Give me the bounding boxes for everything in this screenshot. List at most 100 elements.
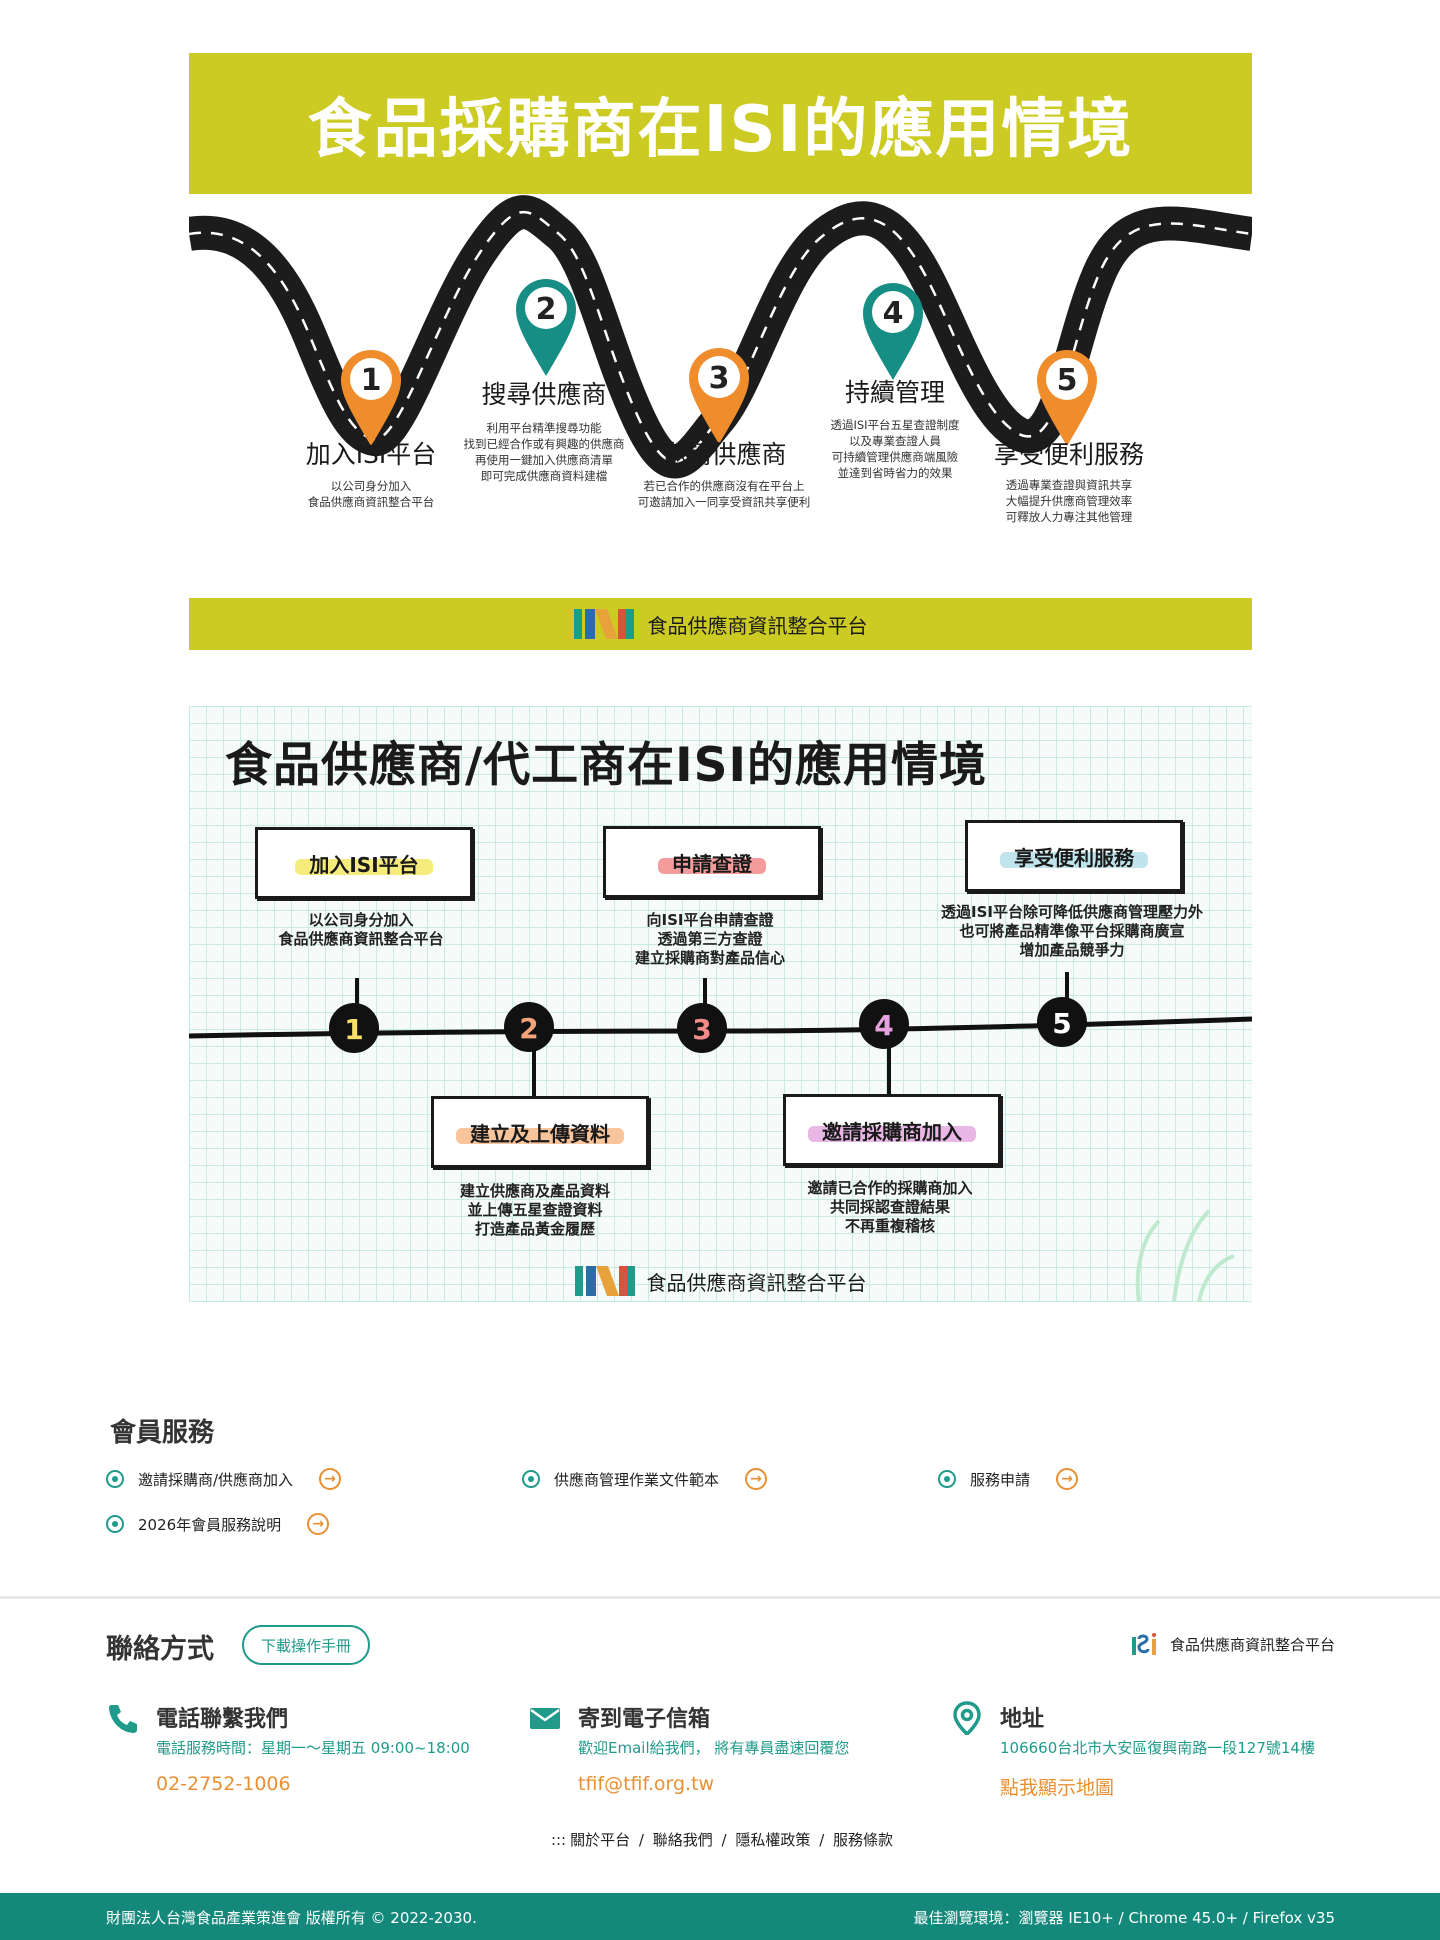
supplier-step-4-box: 邀請採購商加入 [783, 1094, 1001, 1166]
supplier-step-1-title: 加入ISI平台 [295, 849, 433, 878]
step-pins: 1 2 3 4 5 [341, 279, 1097, 446]
supplier-infographic-footer: 食品供應商資訊整合平台 [189, 1266, 1252, 1296]
bottom-bar: 財團法人台灣食品產業策進會 版權所有 © 2022-2030. 最佳瀏覽環境：瀏… [0, 1893, 1440, 1940]
show-map-link[interactable]: 點我顯示地圖 [1000, 1777, 1115, 1799]
step-2-title: 搜尋供應商 [481, 380, 607, 409]
supplier-step-1-box: 加入ISI平台 [255, 827, 473, 899]
svg-text:1: 1 [361, 363, 382, 398]
timeline-node-5: 5 [1037, 997, 1087, 1047]
timeline-node-3: 3 [677, 1003, 727, 1053]
step-1-desc: 以公司身分加入 食品供應商資訊整合平台 [307, 479, 435, 509]
timeline-graphic: 1 2 3 4 5 [189, 972, 1252, 1302]
member-services-title: 會員服務 [106, 1412, 259, 1457]
supplier-step-1-desc: 以公司身分加入 食品供應商資訊整合平台 [278, 911, 444, 948]
email-heading: 寄到電子信箱 [578, 1707, 711, 1732]
footer-brand-text: 食品供應商資訊整合平台 [647, 613, 868, 638]
member-link-invite[interactable]: 邀請採購商/供應商加入 → [106, 1468, 342, 1490]
member-link-service-apply[interactable]: 服務申請 → [938, 1468, 1079, 1490]
arrow-right-icon: → [1056, 1468, 1079, 1490]
isi-logo-icon [573, 609, 634, 639]
step-5-desc: 透過專業查證與資訊共享 大幅提升供應商管理效率 可釋放人力專注其他管理 [1005, 478, 1133, 524]
svg-text:5: 5 [1052, 1007, 1071, 1040]
bullet-icon [938, 1470, 956, 1488]
timeline-node-1: 1 [329, 1003, 379, 1053]
pin-5: 5 [1037, 350, 1097, 446]
step-3-desc: 若已合作的供應商沒有在平台上 可邀請加入一同享受資訊共享便利 [637, 479, 811, 509]
member-services-section: 會員服務 邀請採購商/供應商加入 → 供應商管理作業文件範本 → 服務申請 → … [106, 1412, 1346, 1535]
step-4-desc: 透過ISI平台五星查證制度 以及專業查證人員 可持續管理供應商端風險 並達到省時… [830, 418, 960, 480]
brand-text: 食品供應商資訊整合平台 [1169, 1635, 1335, 1654]
footer-link-about[interactable]: 關於平台 [570, 1831, 631, 1849]
supplier-step-5-title: 享受便利服務 [1000, 842, 1148, 871]
timeline-node-4: 4 [859, 999, 909, 1049]
footer-prefix: ::: [550, 1831, 567, 1849]
map-pin-icon [953, 1701, 981, 1735]
svg-text:2: 2 [519, 1012, 538, 1045]
pin-1: 1 [341, 350, 401, 446]
footer-link-privacy[interactable]: 隱私權政策 [735, 1831, 811, 1849]
supplier-step-3-box: 申請查證 [603, 826, 821, 898]
arrow-right-icon: → [745, 1468, 768, 1490]
pin-2: 2 [516, 279, 576, 376]
member-link-templates[interactable]: 供應商管理作業文件範本 → [522, 1468, 768, 1490]
address-heading: 地址 [1000, 1707, 1045, 1732]
email-sub: 歡迎Email給我們， 將有專員盡速回覆您 [578, 1739, 850, 1757]
supplier-step-2-desc: 建立供應商及產品資料 並上傳五星查證資料 打造產品黃金履歷 [459, 1182, 611, 1238]
mail-icon [530, 1708, 560, 1729]
pin-3: 3 [689, 348, 749, 444]
svg-text:4: 4 [883, 296, 904, 331]
bullet-icon [106, 1515, 124, 1533]
pin-4: 4 [863, 283, 923, 380]
leaf-decoration-icon [1135, 1209, 1235, 1302]
arrow-right-icon: → [319, 1468, 342, 1490]
step-1-title: 加入ISI平台 [305, 440, 437, 469]
step-3-title: 邀請供應商 [661, 440, 787, 469]
svg-text:3: 3 [709, 361, 730, 396]
supplier-infographic-title: 食品供應商/代工商在ISI的應用情境 [225, 738, 987, 793]
svg-text:5: 5 [1057, 363, 1078, 398]
bullet-icon [106, 1470, 124, 1488]
step-5-title: 享受便利服務 [993, 440, 1145, 469]
supplier-step-4-desc: 邀請已合作的採購商加入 共同採認查證結果 不再重複稽核 [807, 1179, 973, 1235]
contact-title: 聯絡方式 [106, 1634, 214, 1665]
supplier-step-3-desc: 向ISI平台申請查證 透過第三方查證 建立採購商對產品信心 [634, 911, 786, 967]
arrow-right-icon: → [307, 1513, 330, 1535]
step-4-title: 持續管理 [844, 378, 946, 407]
footer-link-terms[interactable]: 服務條款 [833, 1831, 894, 1849]
supplier-step-5-box: 享受便利服務 [965, 820, 1183, 892]
supplier-step-5-desc: 透過ISI平台除可降低供應商管理壓力外 也可將產品精準像平台採購商廣宣 增加產品… [941, 903, 1203, 959]
phone-number-link[interactable]: 02-2752-1006 [156, 1773, 291, 1795]
svg-text:3: 3 [692, 1013, 711, 1046]
browser-support-text: 最佳瀏覽環境：瀏覽器 IE10+ / Chrome 45.0+ / Firefo… [913, 1909, 1335, 1927]
supplier-step-2-title: 建立及上傳資料 [456, 1118, 624, 1147]
svg-text:2: 2 [536, 292, 557, 327]
copyright-text: 財團法人台灣食品產業策進會 版權所有 © 2022-2030. [106, 1909, 477, 1927]
svg-text:4: 4 [874, 1009, 893, 1042]
purchaser-infographic-title: 食品採購商在ISI的應用情境 [307, 92, 1134, 167]
address-text: 106660台北市大安區復興南路一段127號14樓 [1000, 1739, 1315, 1757]
member-link-2026-info[interactable]: 2026年會員服務說明 → [106, 1513, 330, 1535]
supplier-step-3-title: 申請查證 [658, 848, 766, 877]
supplier-step-2-box: 建立及上傳資料 [431, 1096, 649, 1168]
purchaser-infographic-footer-banner: 食品供應商資訊整合平台 [189, 598, 1252, 650]
isi-logo-icon [1131, 1633, 1156, 1655]
footer-links: :::關於平台 / 聯絡我們 / 隱私權政策 / 服務條款 [550, 1831, 894, 1849]
supplier-infographic: 食品供應商/代工商在ISI的應用情境 1 2 3 4 5 [189, 706, 1252, 1302]
phone-hours: 電話服務時間：星期一～星期五 09:00~18:00 [156, 1739, 470, 1757]
footer-brand-text: 食品供應商資訊整合平台 [646, 1270, 867, 1295]
phone-icon [109, 1705, 137, 1733]
brand-logo[interactable]: 食品供應商資訊整合平台 [1131, 1633, 1335, 1655]
contact-section: 聯絡方式 下載操作手冊 食品供應商資訊整合平台 電話聯繫我們 電話服務時間：星期… [0, 1596, 1440, 1893]
download-manual-button[interactable]: 下載操作手冊 [242, 1625, 371, 1665]
svg-text:1: 1 [344, 1013, 363, 1046]
step-2-desc: 利用平台精準搜尋功能 找到已經合作或有興趣的供應商 再使用一鍵加入供應商清單 即… [463, 421, 625, 483]
bullet-icon [522, 1470, 540, 1488]
footer-link-contact[interactable]: 聯絡我們 [652, 1831, 713, 1849]
email-link[interactable]: tfif@tfif.org.tw [578, 1773, 715, 1795]
isi-logo-icon [574, 1266, 635, 1296]
purchaser-infographic: 食品採購商在ISI的應用情境 1 2 3 4 5 [189, 53, 1252, 533]
phone-heading: 電話聯繫我們 [156, 1707, 289, 1732]
timeline-node-2: 2 [504, 1002, 554, 1052]
supplier-step-4-title: 邀請採購商加入 [808, 1116, 976, 1145]
purchaser-infographic-banner: 食品採購商在ISI的應用情境 [189, 53, 1252, 194]
